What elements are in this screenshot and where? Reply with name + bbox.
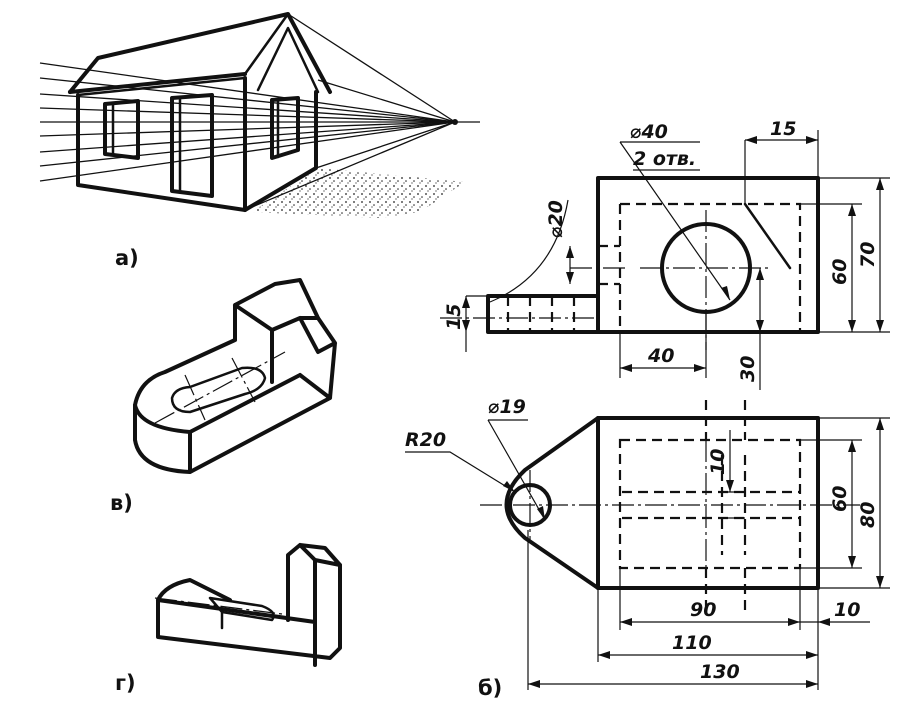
part-g-body xyxy=(156,543,342,667)
dim-slot-width-label: 10 xyxy=(707,449,729,475)
front-window xyxy=(103,99,140,160)
dim-front-hole-dia-label: ⌀19 xyxy=(488,396,526,418)
dim-front-outer-height-label: 80 xyxy=(857,502,879,528)
side-wall xyxy=(243,90,318,212)
dim-hole-dia-label: ⌀40 xyxy=(630,121,668,143)
dim-body-width-label: 110 xyxy=(672,632,712,654)
dim-hole-offset-x-label: 40 xyxy=(647,345,674,367)
roof-eave xyxy=(68,72,247,94)
isometric-part-figure: в) xyxy=(110,278,337,515)
dim-hole-count-label: 2 отв. xyxy=(633,148,696,170)
perspective-rays xyxy=(39,13,480,211)
dim-inner-height-label: 60 xyxy=(829,259,851,285)
caption-b: б) xyxy=(478,676,502,700)
isometric-part-g-figure: г) xyxy=(115,543,342,695)
house-perspective-figure: а) xyxy=(39,12,480,270)
dim-inner-width-label: 90 xyxy=(690,599,716,621)
front-view-axis xyxy=(480,440,860,568)
wall-top xyxy=(76,76,247,97)
front-wall xyxy=(76,76,247,212)
dim-front-inner-height-label: 60 xyxy=(829,486,851,512)
house-shadow xyxy=(252,168,465,218)
dim-offset-label: 10 xyxy=(834,599,860,621)
dim-outer-height-label: 70 xyxy=(857,242,879,268)
caption-a: а) xyxy=(115,246,139,270)
dim-lug-height-label: 15 xyxy=(443,304,465,330)
dim-radius-label: R20 xyxy=(405,429,446,451)
part-v-axis xyxy=(154,351,286,424)
top-view-axis xyxy=(440,210,772,350)
front-view-drawing: 10 ⌀19 R20 60 80 90 10 110 130 xyxy=(405,396,890,700)
front-view-outline xyxy=(504,416,820,590)
vanishing-point xyxy=(452,119,458,125)
part-v-body xyxy=(133,278,337,474)
dim-chamfer-label: 15 xyxy=(770,118,796,140)
top-view-drawing: ⌀40 2 отв. 15 ⌀20 15 40 30 60 xyxy=(440,118,890,390)
dim-hole-offset-y-label: 30 xyxy=(737,356,759,382)
dim-total-width-label: 130 xyxy=(700,661,740,683)
dim-small-hole-label: ⌀20 xyxy=(545,200,567,238)
roof-outline xyxy=(68,12,332,94)
caption-v: в) xyxy=(110,491,133,515)
top-view-outline xyxy=(486,176,820,334)
part-v-slot xyxy=(170,366,267,414)
chamfer-line xyxy=(743,202,792,270)
roof-gable xyxy=(243,12,320,94)
side-window xyxy=(270,96,300,160)
part-g-axis xyxy=(154,597,291,616)
caption-g: г) xyxy=(115,671,136,695)
front-door xyxy=(170,93,214,198)
